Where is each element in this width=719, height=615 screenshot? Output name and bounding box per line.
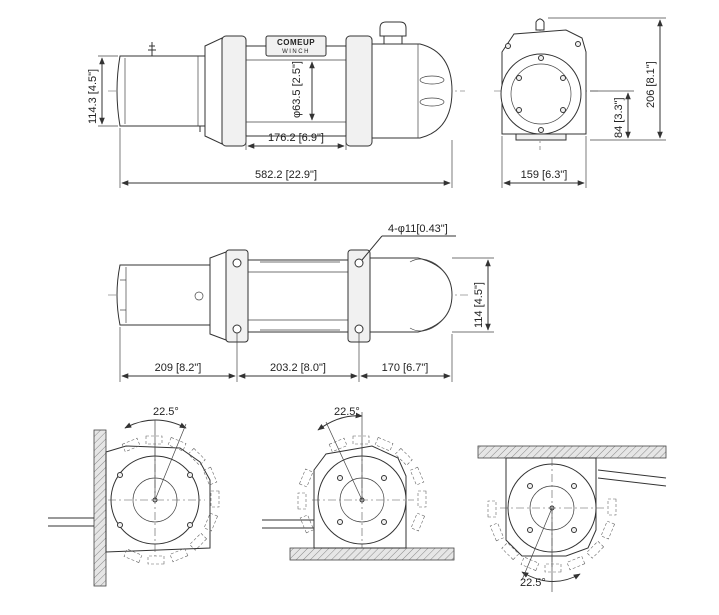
side-height-label: 206 [8.1"] (645, 61, 657, 108)
front-height-label: 114 [4.5"] (473, 282, 485, 328)
drum-length-label: 176.2 [6.9"] (268, 132, 324, 144)
side-width-label: 159 [6.3"] (521, 169, 568, 181)
mount2-angle-label: 22.5° (334, 406, 360, 418)
seg-left-label: 209 [8.2"] (155, 362, 202, 374)
drum-diameter-label: φ63.5 [2.5"] (291, 61, 303, 118)
seg-right-label: 170 [6.7"] (382, 362, 429, 374)
logo-line2: WINCH (282, 49, 310, 55)
seg-mid-label: 203.2 [8.0"] (270, 362, 326, 374)
mount3-angle-label: 22.5° (520, 577, 546, 589)
side-view: 206 [8.1"] 84 [3.3"] 159 [6.3"] (494, 17, 666, 188)
mount1-angle-label: 22.5° (153, 406, 179, 418)
top-view: COMEUP WINCH φ63.5 [2.5"] 114.3 [4.5"] 1… (87, 21, 465, 188)
overall-length-label: 582.2 [22.9"] (255, 169, 317, 181)
mounting-view-wall: 22.5° (48, 406, 220, 587)
mounting-view-ceiling: 22.5° (477, 445, 667, 592)
mounting-view-floor: 22.5° (262, 406, 455, 561)
front-view: 4-φ11[0.43"] 114 [4.5"] 209 [8.2"] 203.2… (108, 223, 494, 382)
side-center-height-label: 84 [3.3"] (613, 97, 625, 138)
logo-line1: COMEUP (277, 38, 315, 47)
mount-holes-label: 4-φ11[0.43"] (388, 223, 448, 235)
motor-height-label: 114.3 [4.5"] (87, 69, 99, 124)
